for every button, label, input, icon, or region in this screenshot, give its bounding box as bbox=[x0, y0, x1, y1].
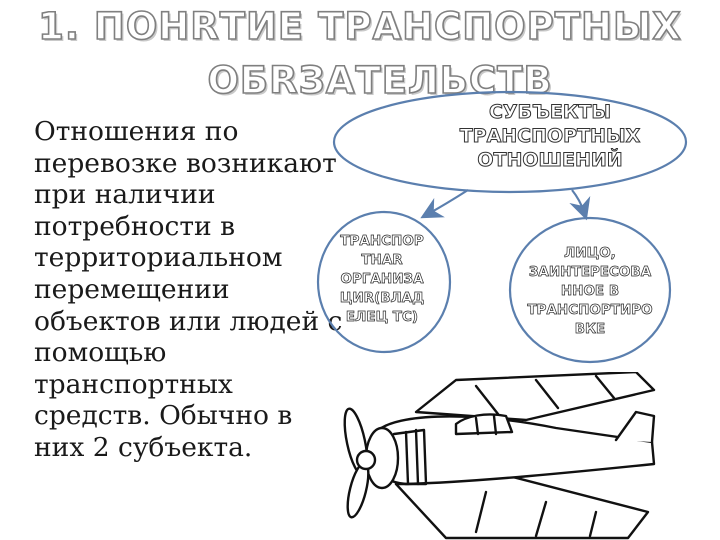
person-node-label: ЛИЦО, ЗАИНТЕРЕСОВА ННОЕ В ТРАНСПОРТИРО В… bbox=[510, 244, 670, 339]
subjects-title: СУБЪЕКТЫ ТРАНСПОРТНЫХ ОТНОШЕНИЙ bbox=[420, 100, 680, 172]
arrow-to-org bbox=[428, 190, 468, 214]
airplane-icon bbox=[336, 372, 658, 540]
arrow-to-person bbox=[572, 190, 584, 212]
org-node-label: ТРАНСПОР ТНАR ОРГАНИЗА ЦИR(ВЛАД ЕЛЕЦ ТС) bbox=[322, 232, 442, 327]
